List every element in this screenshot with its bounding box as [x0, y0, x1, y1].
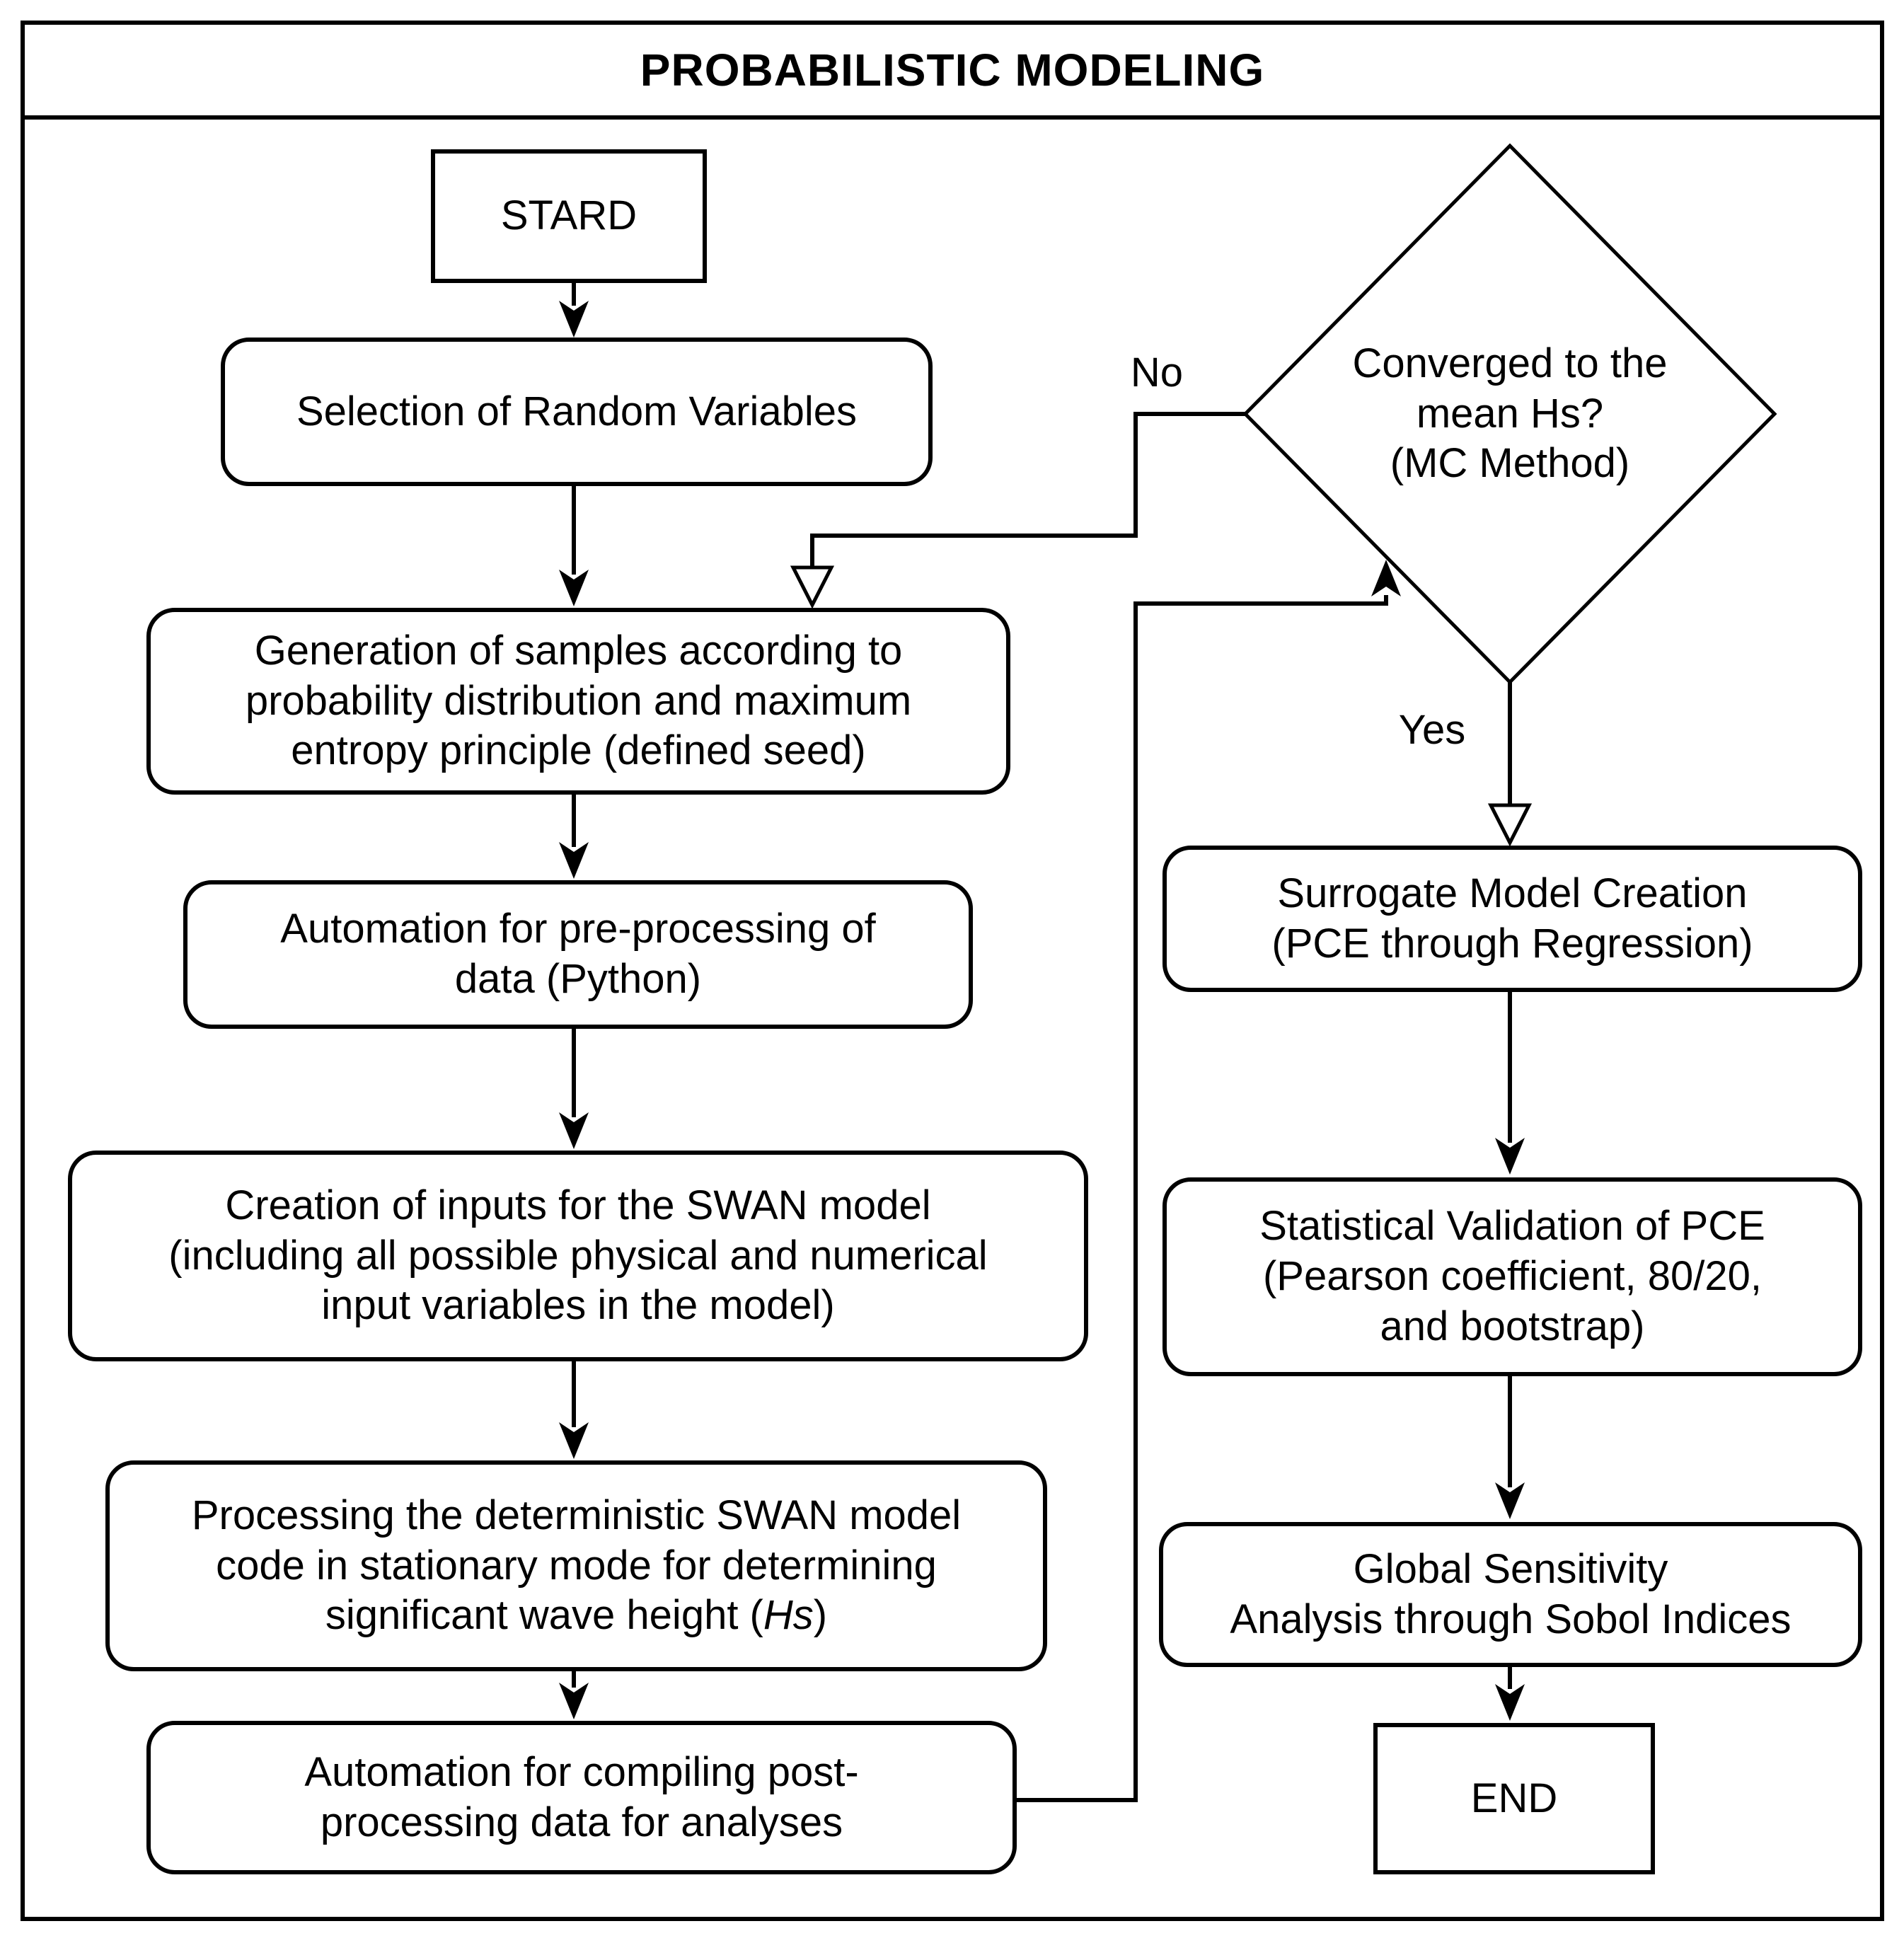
arrowhead-hollow-down-icon — [1487, 803, 1533, 847]
arrowhead-hollow-down-icon — [790, 565, 835, 609]
node-surrogate-line: (PCE through Regression) — [1271, 920, 1753, 967]
outer-border — [21, 21, 1884, 1921]
node-processing-line3-suffix: ) — [813, 1592, 828, 1639]
node-processing: Processing the deterministic SWAN model … — [105, 1460, 1047, 1671]
node-processing-line: code in stationary mode for determining — [216, 1542, 937, 1589]
arrowhead-solid-down-icon — [559, 1422, 589, 1459]
node-validation-line: and bootstrap) — [1380, 1303, 1645, 1349]
node-decision-line: Converged to the — [1352, 340, 1668, 386]
node-selection: Selection of Random Variables — [221, 338, 933, 486]
node-start-label: STARD — [500, 192, 637, 239]
node-compiling-line: processing data for analyses — [320, 1799, 843, 1845]
node-preprocessing-line: data (Python) — [454, 956, 702, 1002]
node-generation-line: probability distribution and maximum — [245, 677, 912, 724]
node-preprocessing-line: Automation for pre-processing of — [280, 906, 876, 952]
arrowhead-solid-down-icon — [559, 1683, 589, 1719]
page-title: PROBABILISTIC MODELING — [640, 45, 1265, 96]
node-sensitivity: Global Sensitivity Analysis through Sobo… — [1159, 1522, 1862, 1667]
edge-compiling-decision — [1017, 595, 1388, 1802]
node-creation: Creation of inputs for the SWAN model (i… — [68, 1151, 1088, 1361]
edge-label-no: No — [1130, 350, 1184, 396]
node-generation-line: entropy principle (defined seed) — [291, 727, 866, 774]
node-creation-line: (including all possible physical and num… — [168, 1232, 988, 1279]
edge-label-yes: Yes — [1398, 707, 1466, 753]
node-decision: Converged to the mean Hs? (MC Method) — [1276, 333, 1743, 495]
arrowhead-solid-down-icon — [1495, 1482, 1525, 1519]
edge-decision-no-loop — [810, 412, 1245, 569]
node-surrogate: Surrogate Model Creation (PCE through Re… — [1162, 846, 1862, 992]
node-creation-line: Creation of inputs for the SWAN model — [225, 1182, 931, 1228]
node-processing-line3-italic-hs: Hs — [763, 1592, 814, 1639]
node-validation: Statistical Validation of PCE (Pearson c… — [1162, 1177, 1862, 1376]
arrowhead-solid-up-icon — [1371, 560, 1401, 596]
arrowhead-solid-down-icon — [559, 570, 589, 606]
node-validation-line: (Pearson coefficient, 80/20, — [1262, 1253, 1762, 1300]
arrowhead-solid-down-icon — [1495, 1138, 1525, 1175]
node-start: STARD — [431, 149, 707, 283]
arrowhead-solid-down-icon — [559, 842, 589, 879]
node-generation: Generation of samples according to proba… — [146, 608, 1010, 795]
node-creation-line: input variables in the model) — [321, 1282, 835, 1329]
node-decision-line: mean Hs? — [1416, 390, 1604, 437]
arrowhead-solid-down-icon — [1495, 1684, 1525, 1721]
node-selection-label: Selection of Random Variables — [296, 388, 858, 434]
node-decision-line: (MC Method) — [1390, 440, 1630, 487]
node-sensitivity-line: Analysis through Sobol Indices — [1230, 1596, 1792, 1642]
node-processing-line: significant wave height (Hs) — [192, 1591, 961, 1641]
node-validation-line: Statistical Validation of PCE — [1259, 1203, 1765, 1250]
node-sensitivity-line: Global Sensitivity — [1353, 1545, 1668, 1592]
node-surrogate-line: Surrogate Model Creation — [1277, 870, 1748, 916]
arrowhead-solid-down-icon — [559, 301, 589, 338]
node-processing-line3-prefix: significant wave height ( — [325, 1592, 763, 1639]
node-preprocessing: Automation for pre-processing of data (P… — [183, 880, 973, 1029]
arrowhead-solid-down-icon — [559, 1112, 589, 1149]
node-compiling-line: Automation for compiling post- — [304, 1748, 859, 1795]
node-processing-line: Processing the deterministic SWAN model — [191, 1492, 962, 1538]
node-end-label: END — [1470, 1775, 1558, 1821]
node-compiling: Automation for compiling post- processin… — [146, 1721, 1017, 1874]
node-end: END — [1373, 1723, 1655, 1874]
node-generation-line: Generation of samples according to — [254, 627, 903, 674]
